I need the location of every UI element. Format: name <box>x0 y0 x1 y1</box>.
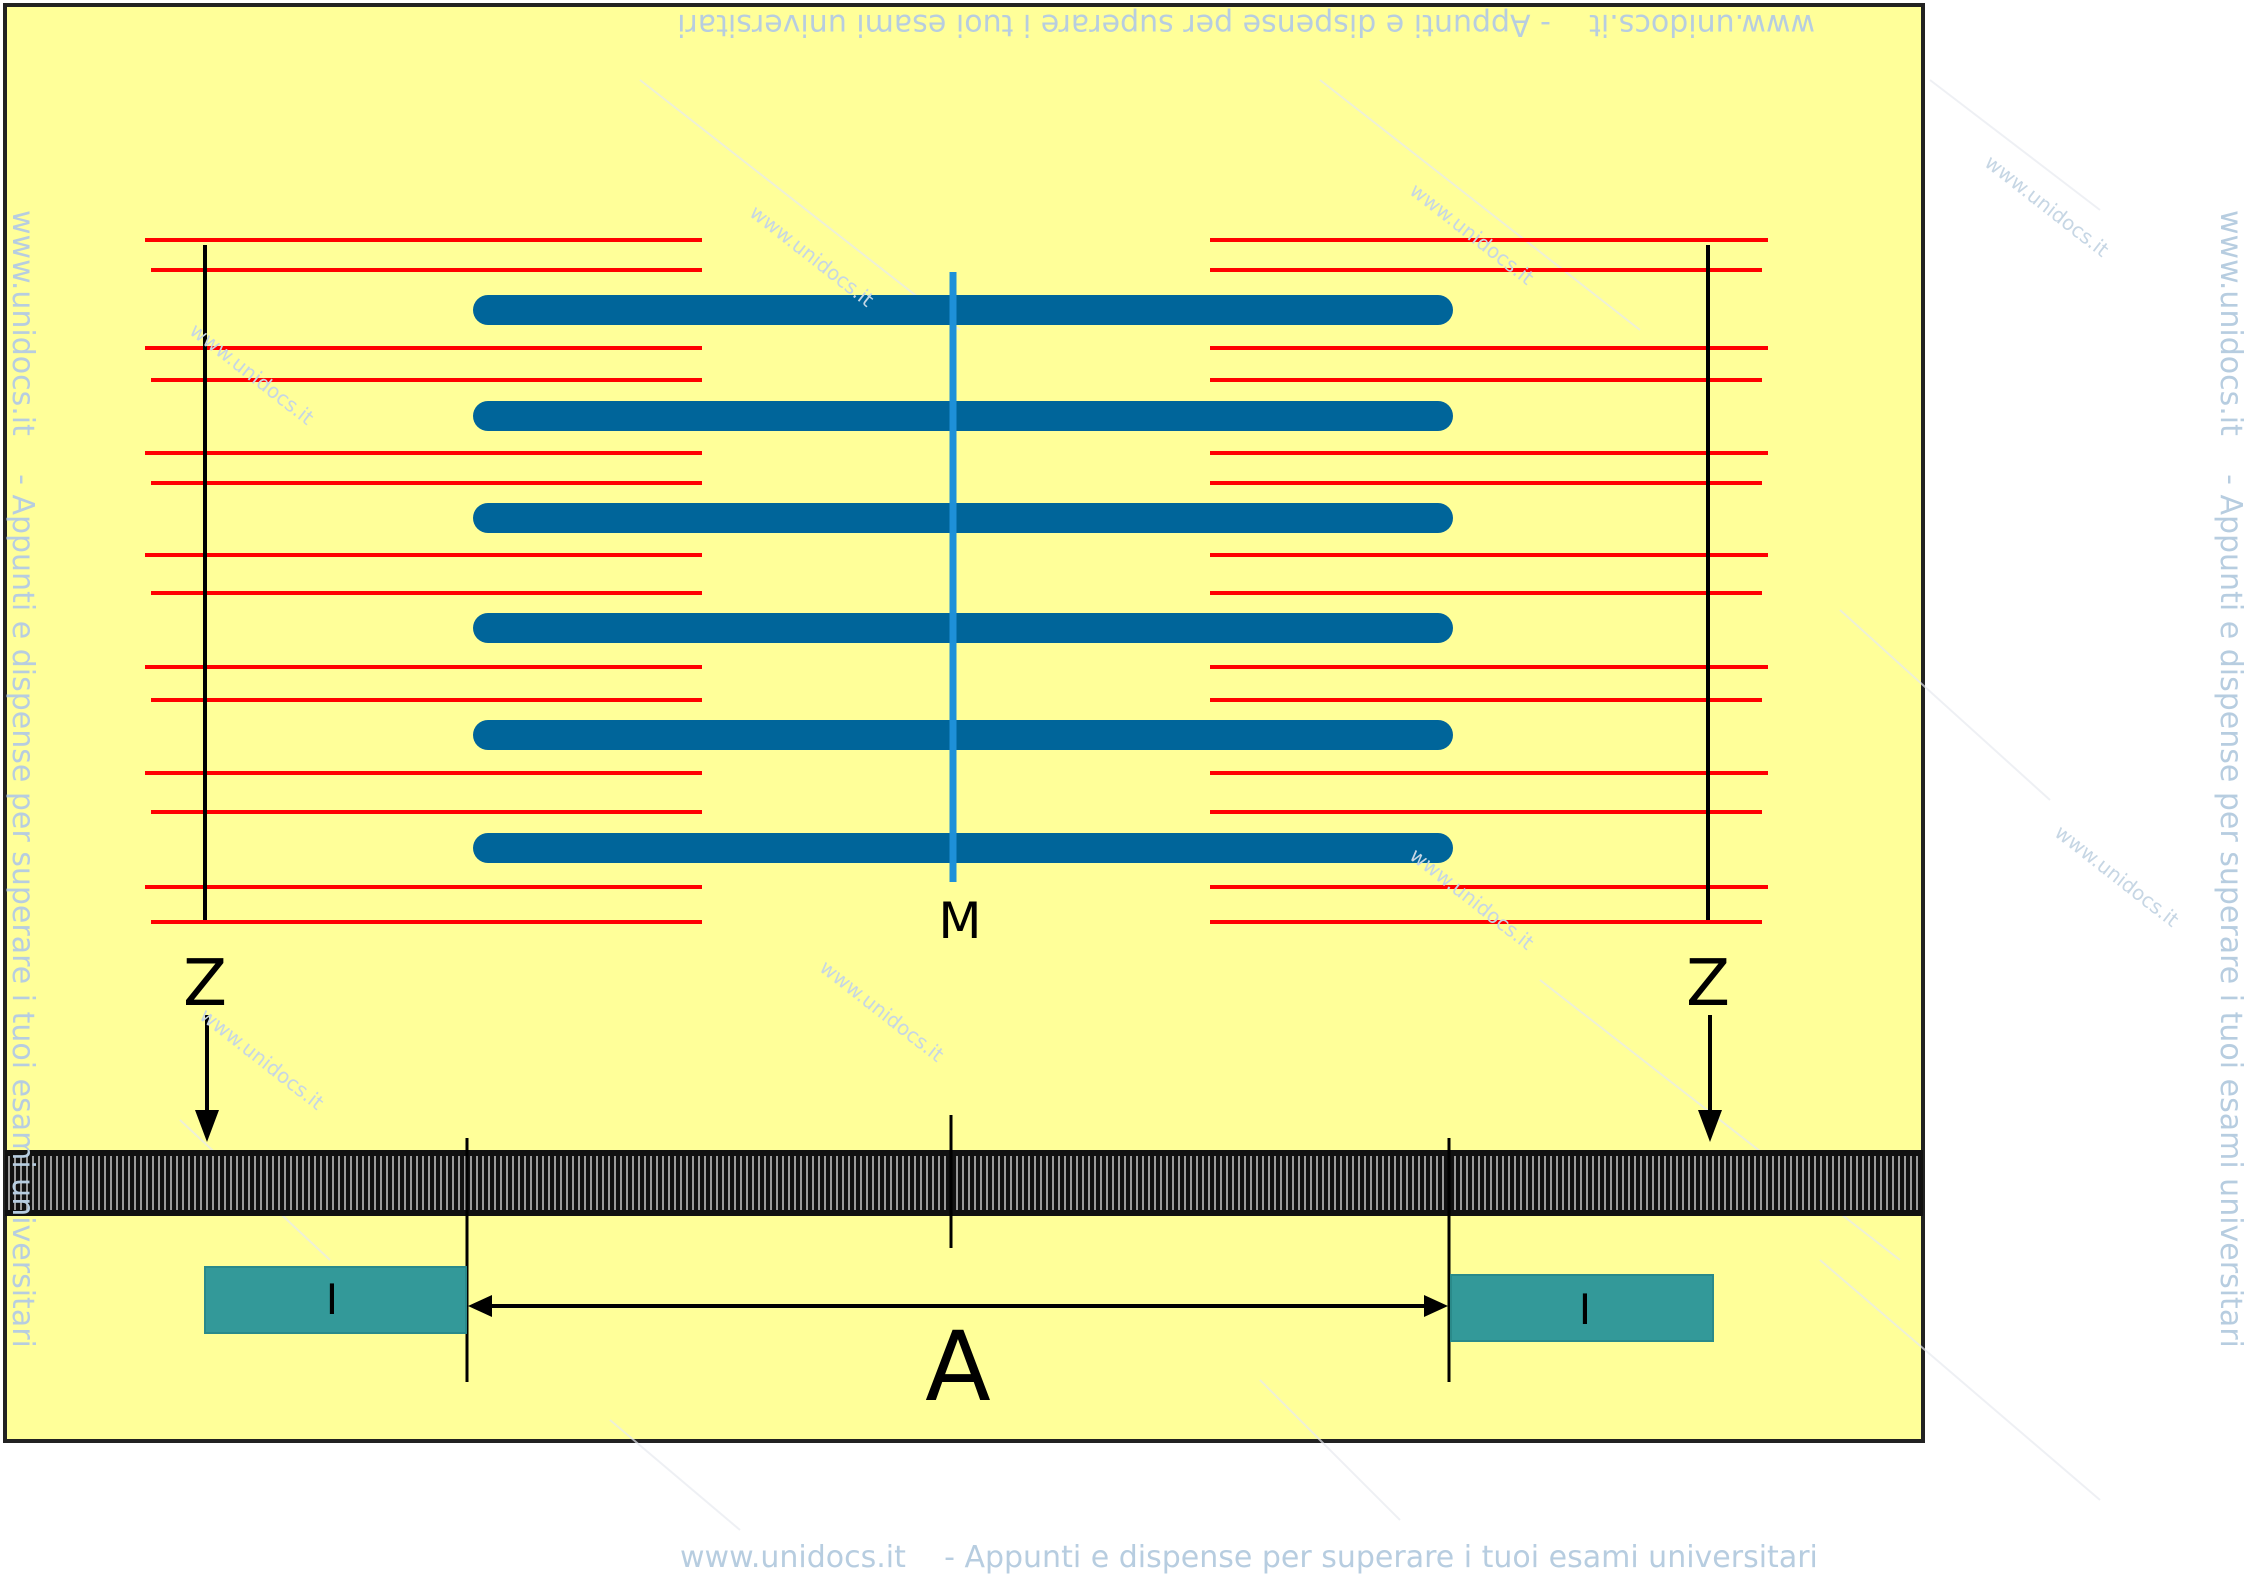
z-label-right: Z <box>1686 947 1730 1021</box>
thick-filaments <box>473 295 1453 863</box>
watermark-site: www.unidocs.it <box>1589 7 1815 42</box>
thin-filaments <box>145 238 1768 924</box>
watermark-tagline: - Appunti e dispense per superare i tuoi… <box>677 7 1551 42</box>
watermark-tagline: - Appunti e dispense per superare i tuoi… <box>5 474 40 1348</box>
z-label-left: Z <box>183 947 227 1021</box>
i-band-right <box>1450 1274 1714 1342</box>
watermark-left: www.unidocs.it - Appunti e dispense per … <box>5 210 40 1348</box>
watermark-site: www.unidocs.it <box>5 210 40 436</box>
z-arrow-left <box>195 1015 219 1142</box>
watermark-site: www.unidocs.it <box>680 1540 906 1575</box>
i-band-left-label: I <box>326 1275 338 1324</box>
sarcomere-ruler <box>5 1150 1923 1216</box>
watermark-right: www.unidocs.it - Appunti e dispense per … <box>2213 210 2246 1348</box>
a-band-arrow <box>468 1295 1448 1317</box>
i-band-left <box>204 1266 467 1334</box>
watermark-tagline: - Appunti e dispense per superare i tuoi… <box>2213 474 2246 1348</box>
watermark-top: www.unidocs.it - Appunti e dispense per … <box>677 7 1815 42</box>
watermark-tagline: - Appunti e dispense per superare i tuoi… <box>944 1540 1818 1575</box>
i-band-right-label: I <box>1579 1285 1591 1334</box>
z-arrow-right <box>1698 1015 1722 1142</box>
watermark-site: www.unidocs.it <box>2213 210 2246 436</box>
a-band-label: A <box>925 1311 991 1423</box>
watermark-bottom: www.unidocs.it - Appunti e dispense per … <box>680 1540 1818 1575</box>
m-line-label: M <box>938 892 981 950</box>
